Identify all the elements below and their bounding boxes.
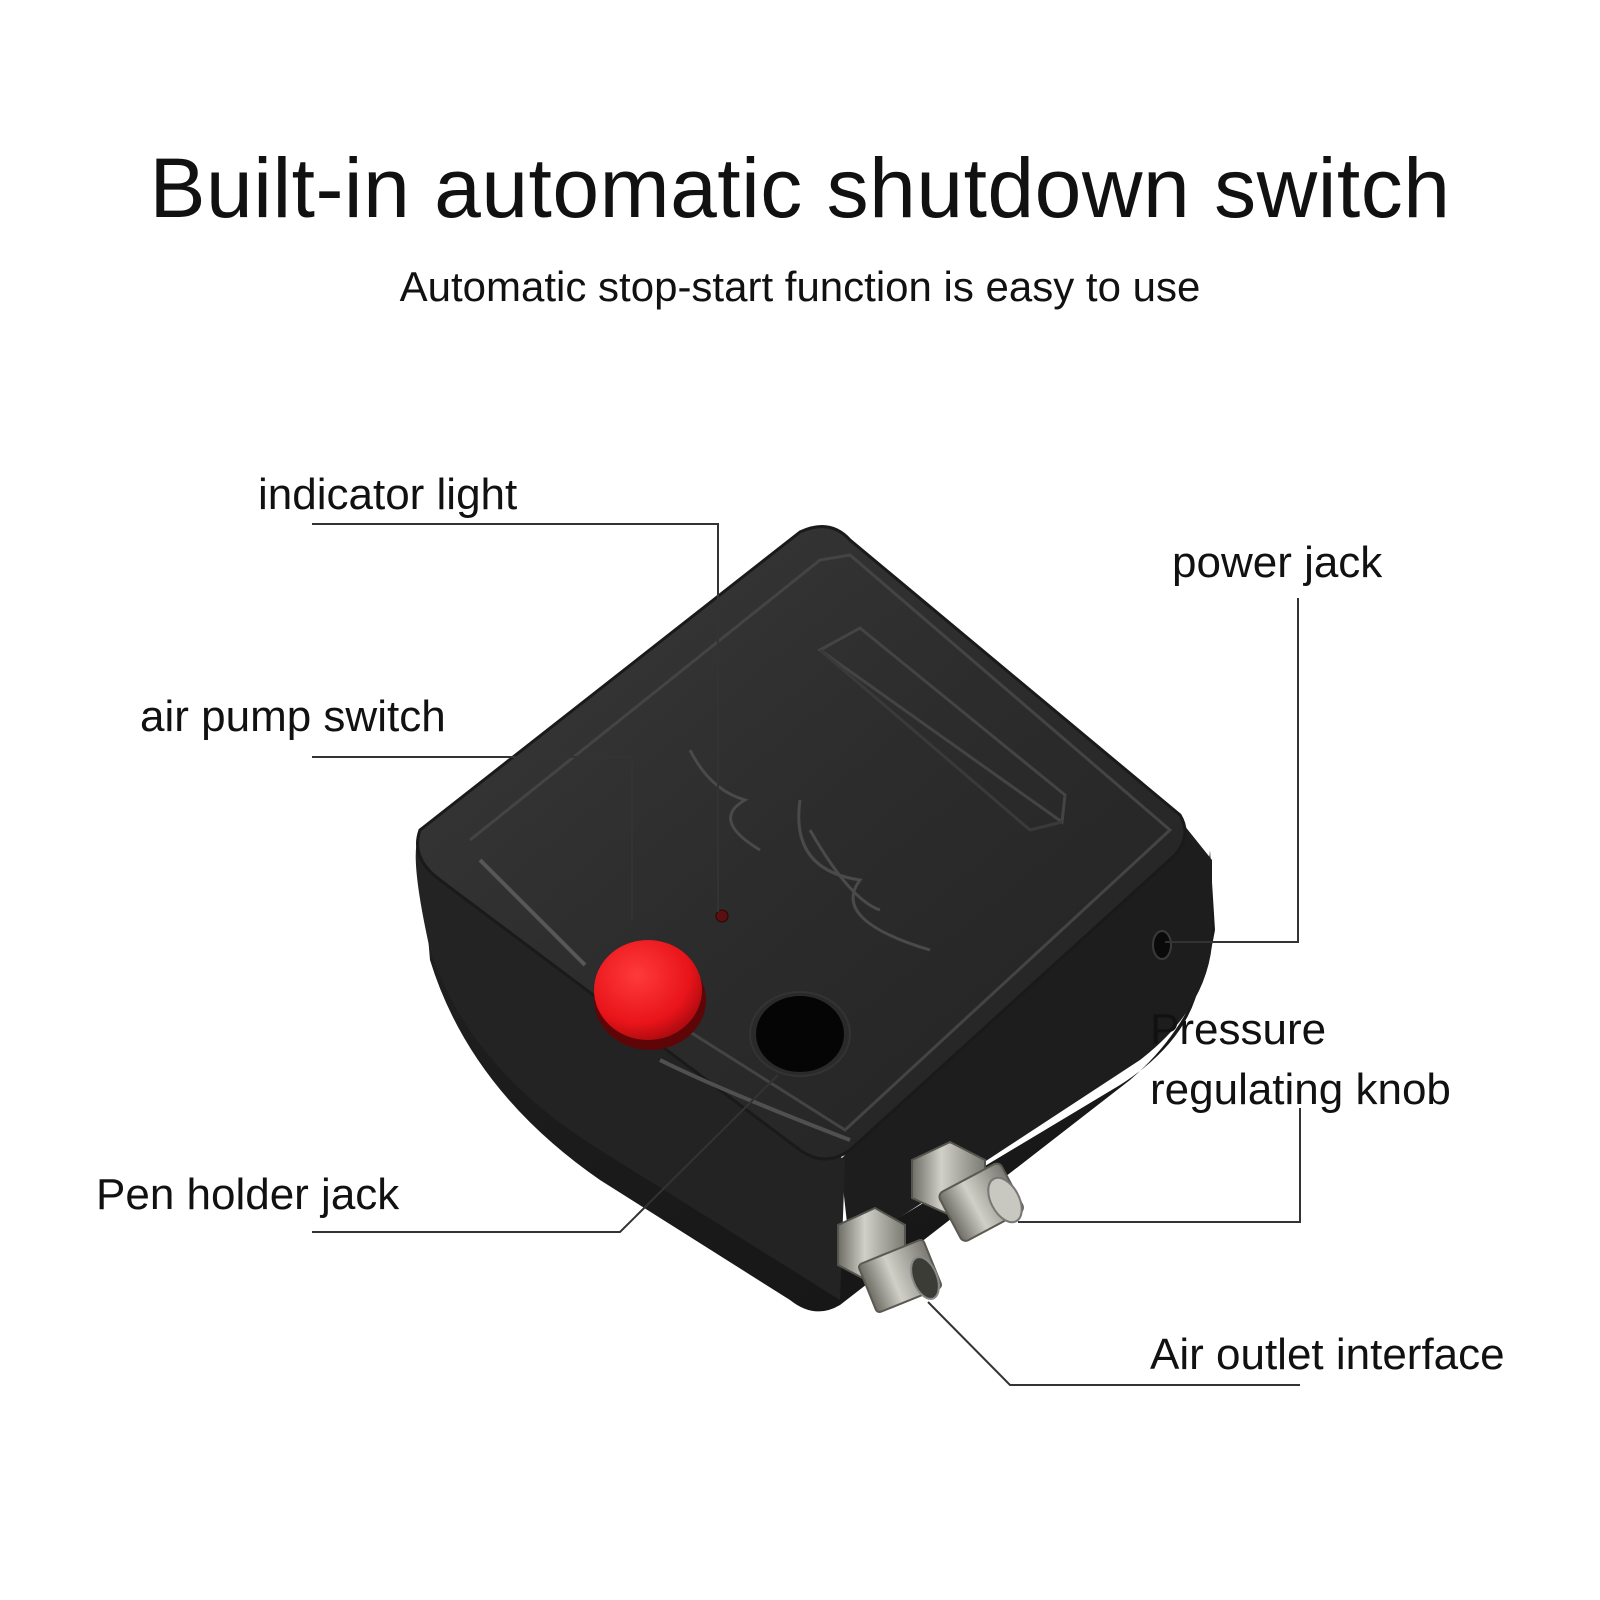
label-pen-holder-jack: Pen holder jack bbox=[96, 1170, 400, 1219]
pen-holder-jack bbox=[749, 991, 851, 1077]
label-pressure-regulating-knob: Pressure regulating knob bbox=[1150, 1000, 1451, 1120]
leader-line-pressure bbox=[1018, 1108, 1301, 1223]
leader-line-switch bbox=[312, 756, 633, 920]
label-pressure-line1: Pressure bbox=[1150, 1005, 1327, 1054]
pressure-regulating-knob[interactable] bbox=[911, 1140, 1029, 1243]
label-air-outlet-interface: Air outlet interface bbox=[1150, 1330, 1505, 1379]
compressor-body bbox=[415, 525, 1215, 1312]
label-power-jack: power jack bbox=[1172, 538, 1383, 587]
label-pressure-line2: regulating knob bbox=[1150, 1065, 1451, 1114]
leader-line-pen bbox=[312, 1074, 779, 1233]
leader-line-indicator bbox=[312, 523, 719, 912]
page-subtitle: Automatic stop-start function is easy to… bbox=[399, 263, 1201, 310]
leader-line-power bbox=[1165, 598, 1299, 943]
page-title: Built-in automatic shutdown switch bbox=[149, 141, 1451, 235]
label-air-pump-switch: air pump switch bbox=[140, 692, 446, 741]
air-pump-switch-button[interactable] bbox=[594, 940, 706, 1050]
indicator-light-icon bbox=[715, 909, 729, 923]
air-outlet-interface bbox=[837, 1206, 942, 1314]
leader-line-outlet bbox=[927, 1301, 1300, 1386]
power-jack bbox=[1152, 930, 1172, 960]
label-indicator-light: indicator light bbox=[258, 470, 518, 519]
